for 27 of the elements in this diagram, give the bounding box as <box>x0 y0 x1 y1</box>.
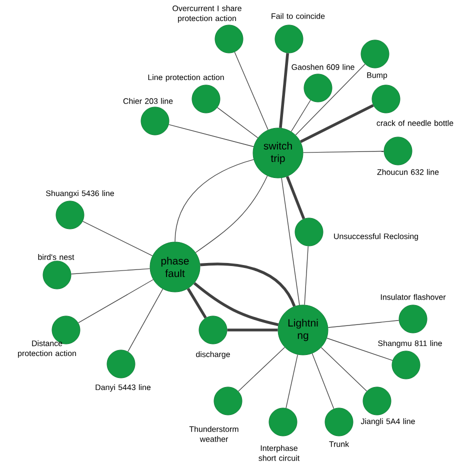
edge-line <box>238 347 286 392</box>
edge-line <box>200 262 296 307</box>
edge-line <box>304 246 308 306</box>
edge-line <box>300 104 374 143</box>
edge-line <box>302 150 384 153</box>
edge-line <box>195 176 268 253</box>
edge-line <box>326 338 393 361</box>
edge-line <box>295 64 366 136</box>
edge-line <box>193 282 279 326</box>
edge-line <box>286 176 306 220</box>
edge-line <box>286 354 298 408</box>
edge-line <box>168 124 254 147</box>
edge-line <box>234 52 268 130</box>
edge-line <box>290 100 311 132</box>
edge-line <box>78 279 154 324</box>
edge-line <box>320 347 368 392</box>
edge-line <box>70 268 150 274</box>
edge-line <box>174 159 254 242</box>
edge-line <box>82 220 153 256</box>
edge-line <box>186 288 207 319</box>
edge-line <box>227 328 278 332</box>
edge-line <box>328 320 400 328</box>
edge-line <box>279 53 290 128</box>
edge-line <box>128 288 164 352</box>
edge-line <box>217 107 258 138</box>
edge-line <box>312 353 334 410</box>
edge-line <box>281 178 300 306</box>
